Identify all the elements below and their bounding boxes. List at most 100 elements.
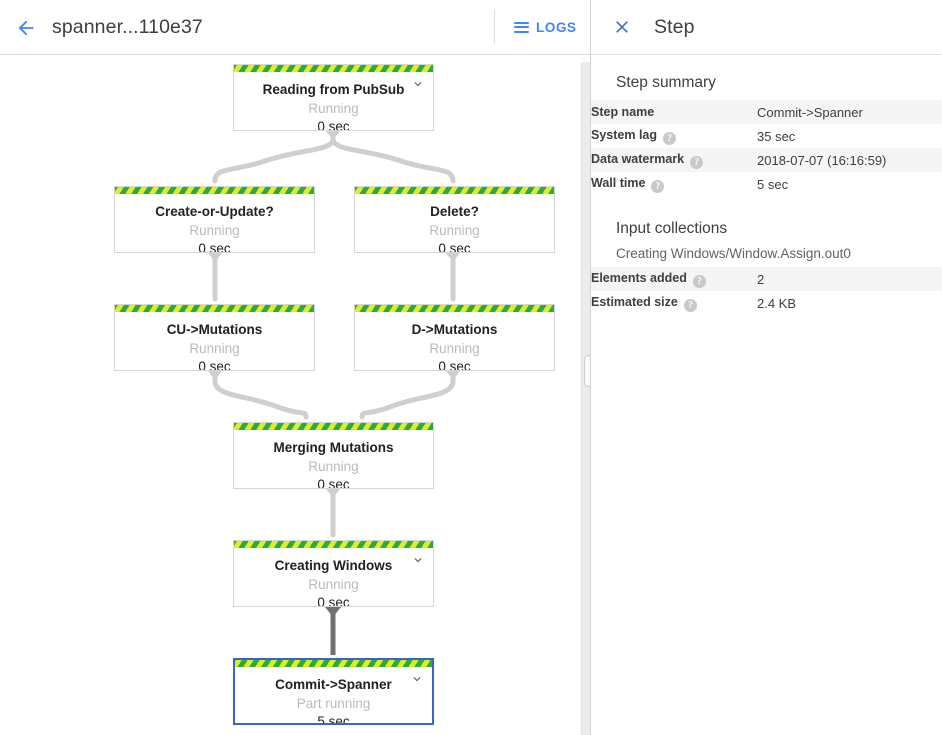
node-elapsed-time: 0 sec (317, 119, 350, 131)
help-icon[interactable]: ? (663, 131, 677, 145)
property-label-text: Estimated size (591, 294, 678, 309)
property-label: Data watermark? (591, 148, 757, 172)
chevron-down-icon[interactable] (410, 672, 424, 686)
table-row: Elements added?2 (591, 267, 942, 291)
property-label: Estimated size? (591, 291, 757, 315)
graph-node-delete[interactable]: Delete? Running 0 sec (354, 186, 555, 253)
close-icon[interactable] (606, 11, 638, 43)
graph-scrollbar-thumb[interactable] (584, 355, 590, 387)
property-label-text: Data watermark (591, 151, 685, 166)
property-label: System lag? (591, 124, 757, 148)
graph-edges (208, 128, 460, 655)
node-elapsed-time: 0 sec (198, 241, 231, 253)
node-progress-stripe (115, 305, 314, 312)
node-title: Creating Windows (274, 558, 393, 573)
node-progress-stripe (115, 187, 314, 194)
logs-button[interactable]: LOGS (508, 11, 583, 43)
step-panel-title: Step (654, 16, 695, 38)
node-title: Merging Mutations (273, 440, 394, 455)
table-row: Estimated size?2.4 KB (591, 291, 942, 315)
node-title: Commit->Spanner (275, 677, 392, 692)
node-status: Running (308, 459, 359, 474)
input-collection-name: Creating Windows/Window.Assign.out0 (616, 246, 851, 261)
property-value: 2 (757, 271, 765, 287)
node-progress-stripe (235, 660, 432, 667)
step-panel-header: Step (591, 0, 942, 55)
node-elapsed-time: 0 sec (438, 359, 471, 371)
arrow-left-icon[interactable] (8, 10, 44, 46)
property-label-text: Wall time (591, 175, 646, 190)
property-value: 2.4 KB (757, 295, 797, 311)
help-icon[interactable]: ? (683, 298, 697, 312)
input-collections-heading: Input collections (616, 220, 728, 237)
property-value: 35 sec (757, 128, 796, 144)
node-body: Delete? Running 0 sec (355, 194, 554, 252)
chevron-down-icon[interactable] (411, 553, 425, 567)
node-title: D->Mutations (411, 322, 498, 337)
node-progress-stripe (355, 305, 554, 312)
list-icon (514, 21, 529, 33)
node-title: Create-or-Update? (155, 204, 274, 219)
node-status: Part running (296, 696, 371, 711)
toolbar-divider (494, 10, 495, 44)
top-app-bar: spanner...110e37 LOGS (0, 0, 590, 55)
node-progress-stripe (234, 423, 433, 430)
property-label-text: System lag (591, 127, 658, 142)
node-status: Running (429, 223, 480, 238)
node-elapsed-time: 0 sec (317, 477, 350, 489)
node-elapsed-time: 0 sec (198, 359, 231, 371)
graph-vertical-scrollbar[interactable] (581, 62, 590, 735)
logs-button-label: LOGS (536, 19, 577, 35)
section-spacer (591, 196, 942, 220)
node-title: CU->Mutations (166, 322, 263, 337)
graph-node-create-or-update[interactable]: Create-or-Update? Running 0 sec (114, 186, 315, 253)
node-status: Running (189, 341, 240, 356)
node-body: Create-or-Update? Running 0 sec (115, 194, 314, 252)
job-graph-pane: spanner...110e37 LOGS (0, 0, 590, 735)
table-row: System lag?35 sec (591, 124, 942, 148)
page-title: spanner...110e37 (52, 16, 203, 38)
chevron-down-icon[interactable] (411, 77, 425, 91)
property-value: 2018-07-07 (16:16:59) (757, 152, 887, 168)
node-elapsed-time: 0 sec (317, 595, 350, 607)
help-icon[interactable]: ? (690, 155, 704, 169)
help-icon[interactable]: ? (651, 179, 665, 193)
node-progress-stripe (234, 541, 433, 548)
step-summary-heading: Step summary (616, 74, 716, 91)
node-elapsed-time: 0 sec (438, 241, 471, 253)
property-label-text: Step name (591, 105, 655, 119)
node-status: Running (308, 101, 359, 116)
node-status: Running (189, 223, 240, 238)
help-icon[interactable]: ? (692, 274, 706, 288)
pane-splitter[interactable] (590, 0, 591, 735)
node-title: Delete? (430, 204, 479, 219)
property-value: 5 sec (757, 176, 789, 192)
node-progress-stripe (234, 65, 433, 72)
node-title: Reading from PubSub (262, 82, 405, 97)
property-label: Step name (591, 100, 757, 124)
property-label: Elements added? (591, 267, 757, 291)
property-label: Wall time? (591, 172, 757, 196)
property-label-text: Elements added (591, 270, 687, 285)
node-status: Running (308, 577, 359, 592)
node-status: Running (429, 341, 480, 356)
table-row: Wall time?5 sec (591, 172, 942, 196)
